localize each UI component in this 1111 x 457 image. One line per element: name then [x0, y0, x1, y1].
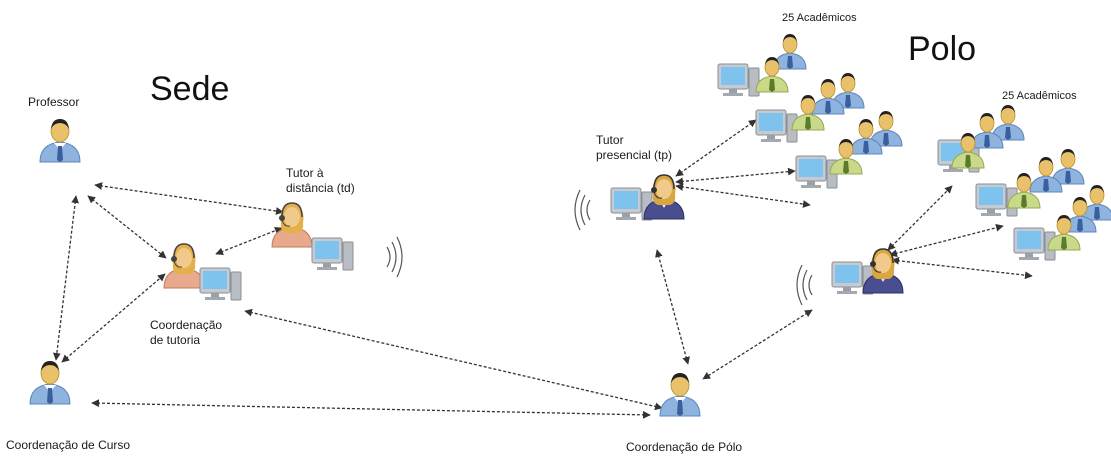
node-tutor-2: [796, 248, 904, 306]
signal-waves-icon: [386, 236, 403, 278]
edge-coord-curso-coord-tutoria: [61, 273, 166, 363]
computer-icon: [755, 109, 798, 143]
node-academicos-group-1: [717, 33, 903, 189]
edge-professor-tutor-distancia: [94, 182, 284, 215]
edge-professor-coord-tutoria: [87, 195, 167, 259]
edge-tutor-presencial-academicos-1a: [675, 119, 757, 177]
signal-waves-icon: [574, 189, 591, 231]
headset-icon: [163, 243, 205, 289]
edge-coord-tutoria-coord-polo: [244, 308, 663, 411]
node-tutor-distancia: [271, 202, 403, 278]
edge-coord-curso-coord-polo: [91, 399, 651, 419]
user-icon: [39, 118, 81, 163]
edge-tutor2-academicos-2a: [887, 185, 953, 251]
computer-icon: [717, 63, 760, 97]
edge-tutor2-academicos-2c: [891, 256, 1033, 280]
edge-tutor-presencial-academicos-1b: [675, 167, 796, 186]
signal-waves-icon: [796, 264, 813, 306]
node-coordenacao-polo: [659, 372, 701, 417]
user-icon: [29, 360, 71, 405]
node-professor: [39, 118, 81, 163]
edge-coord-tutoria-tutor-distancia: [215, 226, 283, 256]
edge-professor-coord-curso: [52, 195, 80, 361]
label-professor: Professor: [28, 95, 80, 109]
label-academicos-1: 25 Acadêmicos: [782, 12, 857, 24]
label-coordenacao-curso: Coordenação de Curso: [6, 438, 131, 452]
computer-icon: [311, 237, 354, 271]
node-tutor-presencial: [574, 174, 685, 231]
user-icon: [1051, 148, 1085, 185]
node-coordenacao-tutoria: [163, 243, 242, 301]
label-academicos-2: 25 Acadêmicos: [1002, 90, 1077, 102]
edge-tutor2-academicos-2b: [889, 223, 1004, 258]
node-academicos-group-2: [937, 104, 1111, 261]
label-tutor-distancia: Tutor à distância (td): [286, 166, 355, 195]
section-title-sede: Sede: [150, 70, 230, 108]
label-coordenacao-polo: Coordenação de Pólo: [626, 440, 743, 454]
computer-icon: [199, 267, 242, 301]
connections: [52, 119, 1033, 419]
label-coordenacao-tutoria: Coordenação de tutoria: [150, 318, 223, 347]
label-tutor-presencial: Tutor presencial (tp): [596, 133, 673, 162]
section-title-polo: Polo: [908, 30, 977, 68]
node-coordenacao-curso: [29, 360, 71, 405]
edge-tutor-presencial-coord-polo: [655, 249, 690, 365]
user-icon: [659, 372, 701, 417]
edge-tutor2-coord-polo: [702, 309, 813, 380]
headset-icon: [271, 202, 313, 248]
edge-tutor-presencial-academicos-1c: [675, 183, 811, 208]
